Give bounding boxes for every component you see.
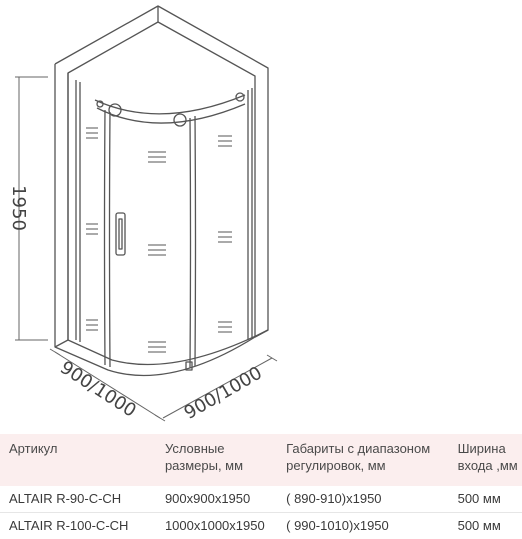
back-wall-left [55,6,158,347]
header-line: Условные [165,441,225,456]
header-dimensions-range: Габариты с диапазоном регулировок, мм [286,434,457,486]
header-line: Ширина [458,441,506,456]
cell-article: ALTAIR R-90-C-CH [0,486,165,513]
cell-dimensions-range: ( 990-1010)x1950 [286,513,457,539]
table-row: ALTAIR R-90-C-CH 900x900x1950 ( 890-910)… [0,486,522,513]
sliding-door [105,110,126,367]
table-header-row: Артикул Условные размеры, мм Габариты с … [0,434,522,486]
header-line: регулировок, мм [286,458,386,473]
cell-article: ALTAIR R-100-C-CH [0,513,165,539]
glass-reflection-marks [86,128,232,352]
height-label: 1950 [8,185,29,231]
shower-enclosure-drawing: 1950 900/1000 900/1000 [0,0,522,432]
cell-entry-width: 500 мм [458,486,522,513]
header-entry-width: Ширина входа ,мм [458,434,522,486]
header-line: входа ,мм [458,458,518,473]
cell-nominal-size: 1000x1000x1950 [165,513,286,539]
specification-table: Артикул Условные размеры, мм Габариты с … [0,434,522,539]
header-line: Габариты с диапазоном [286,441,430,456]
right-curved-panel [186,88,252,370]
header-article: Артикул [0,434,165,486]
top-rail [95,93,245,126]
cell-nominal-size: 900x900x1950 [165,486,286,513]
left-fixed-panel [76,80,80,342]
width-label-right: 900/1000 [181,363,266,424]
cell-dimensions-range: ( 890-910)x1950 [286,486,457,513]
cell-entry-width: 500 мм [458,513,522,539]
width-label-left: 900/1000 [56,357,140,422]
header-line: Артикул [9,441,57,456]
header-line: размеры, мм [165,458,243,473]
table-row: ALTAIR R-100-C-CH 1000x1000x1950 ( 990-1… [0,513,522,539]
header-nominal-size: Условные размеры, мм [165,434,286,486]
